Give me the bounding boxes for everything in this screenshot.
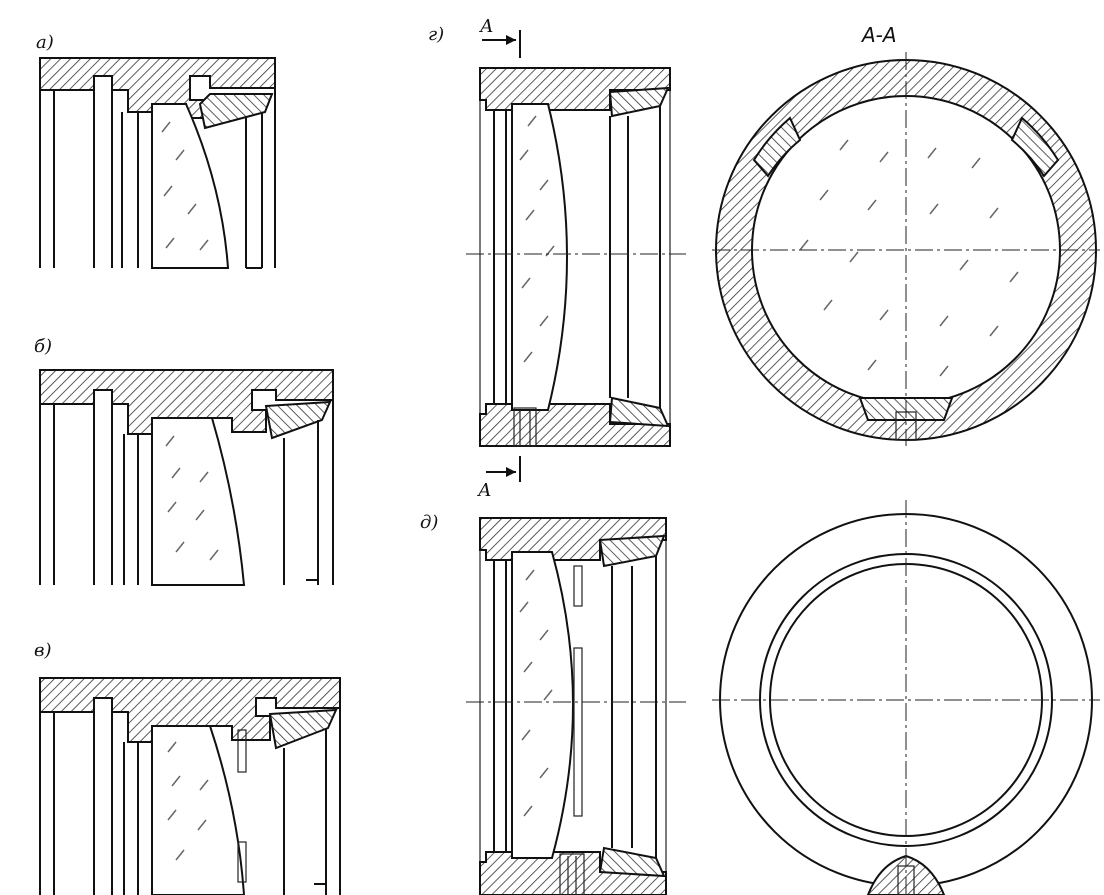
front-view-d bbox=[712, 500, 1100, 895]
barrel-wall-b bbox=[39, 369, 334, 435]
label-b: б) bbox=[34, 336, 52, 357]
pin-d-top bbox=[573, 565, 583, 607]
barrel-top-g bbox=[479, 67, 671, 111]
barrel-top-d bbox=[479, 517, 667, 561]
label-g: г) bbox=[428, 24, 444, 45]
pin-v-bottom bbox=[237, 841, 247, 883]
barrel-wall-v bbox=[39, 677, 341, 743]
barrel-outline-g bbox=[479, 67, 671, 447]
section-marker-top: А bbox=[478, 16, 494, 37]
retaining-ring-v bbox=[268, 708, 338, 750]
lens-g bbox=[511, 103, 568, 411]
retaining-ring-b bbox=[264, 400, 332, 440]
spacer-d bbox=[573, 647, 583, 817]
section-title: А-А bbox=[860, 23, 897, 47]
drawing-v-left: в) bbox=[34, 640, 341, 895]
lens-a bbox=[151, 103, 230, 269]
drawing-g: г) А А bbox=[428, 16, 686, 501]
section-pad-right bbox=[1010, 116, 1060, 178]
barrel-bottom-d bbox=[479, 851, 667, 895]
lens-b bbox=[151, 417, 246, 586]
label-v-left: в) bbox=[34, 640, 52, 661]
drawing-b: б) bbox=[34, 336, 334, 586]
retaining-ring-a bbox=[198, 93, 274, 130]
ring-top-d bbox=[598, 534, 666, 568]
section-pad-left bbox=[752, 116, 802, 178]
section-marker-bottom: А bbox=[476, 480, 492, 501]
screw-d bbox=[559, 853, 585, 895]
lens-d bbox=[511, 551, 574, 859]
ring-bottom-d bbox=[598, 846, 666, 878]
screw-g bbox=[513, 407, 537, 447]
lens-v bbox=[151, 725, 246, 895]
drawing-d: д) bbox=[420, 512, 686, 895]
drawing-a: а) bbox=[36, 32, 276, 269]
label-d: д) bbox=[420, 512, 438, 533]
pin-v-top bbox=[237, 729, 247, 773]
barrel-bottom-g bbox=[479, 403, 671, 447]
section-view-aa: А-А bbox=[712, 23, 1100, 446]
label-a: а) bbox=[36, 32, 54, 53]
